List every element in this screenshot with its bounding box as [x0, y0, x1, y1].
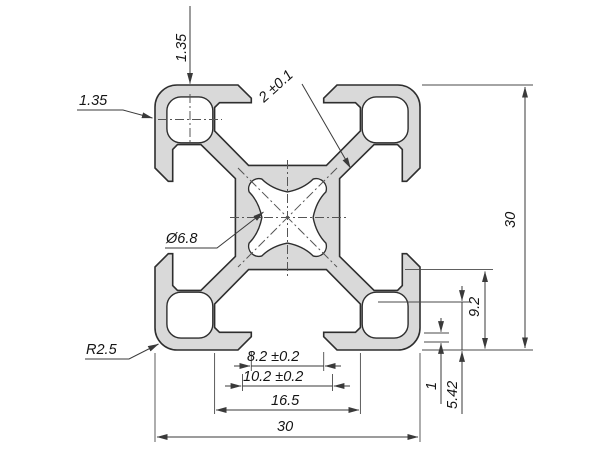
corner-hole-bottom-left: [166, 291, 214, 339]
leader-left-wall: [77, 109, 153, 119]
dim-step-label: 1: [424, 382, 440, 390]
leader-corner-radius: [85, 343, 159, 360]
centerline-diagonal-2: [237, 167, 338, 268]
leader-lip-thickness: [301, 83, 351, 169]
dim-slot-width-label: 16.5: [271, 393, 300, 409]
centerlines: [158, 94, 346, 276]
dim-height-label: 30: [503, 212, 519, 228]
dim-top-wall-label: 1.35: [174, 33, 190, 62]
dim-lip-height-label: 5.42: [445, 381, 461, 409]
dim-width-label: 30: [277, 419, 293, 435]
dim-slot-depth-label: 9.2: [467, 297, 483, 317]
corner-hole-bottom-right: [361, 291, 409, 339]
leader-center-bore: [165, 211, 264, 249]
dim-lip-thickness-label: 2 ±0.1: [255, 67, 296, 106]
dimension-lines: [77, 6, 528, 440]
dim-slot-mouth-label: 10.2 ±0.2: [243, 369, 303, 385]
dim-slot-opening-label: 8.2 ±0.2: [247, 349, 299, 365]
dim-center-bore-label: Ø6.8: [165, 231, 197, 247]
dim-corner-radius-label: R2.5: [86, 342, 118, 358]
dim-left-wall-label: 1.35: [79, 93, 108, 109]
corner-hole-top-right: [361, 96, 409, 144]
